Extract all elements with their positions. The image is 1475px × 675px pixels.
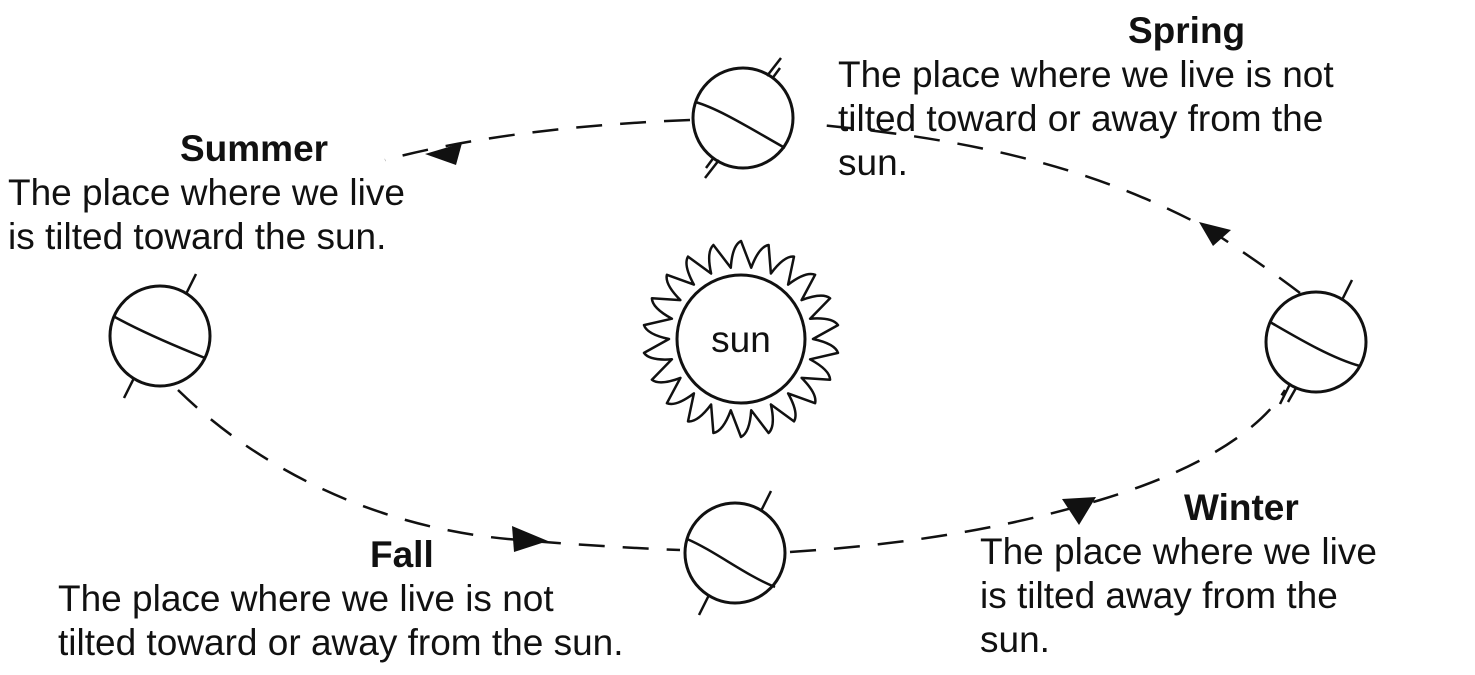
arrow-to-spring: [1199, 222, 1231, 246]
sun-label: sun: [711, 319, 771, 360]
winter-label: Winter The place where we live is tilted…: [980, 486, 1377, 662]
earth-winter: [1266, 280, 1366, 404]
spring-label: Spring The place where we live is not ti…: [838, 9, 1334, 185]
winter-title: Winter: [1184, 486, 1377, 530]
arrow-to-summer: [425, 143, 462, 165]
earth-fall: [685, 491, 785, 615]
earth-spring: [693, 58, 793, 178]
winter-description: The place where we live is tilted away f…: [980, 530, 1377, 662]
summer-title: Summer: [180, 127, 405, 171]
summer-label: Summer The place where we live is tilted…: [8, 127, 405, 259]
earth-summer: [110, 274, 210, 398]
spring-description: The place where we live is not tilted to…: [838, 53, 1334, 185]
sun: sun: [644, 241, 838, 437]
spring-title: Spring: [1128, 9, 1334, 53]
fall-label: Fall The place where we live is not tilt…: [58, 533, 624, 665]
fall-title: Fall: [370, 533, 624, 577]
summer-description: The place where we live is tilted toward…: [8, 171, 405, 259]
fall-description: The place where we live is not tilted to…: [58, 577, 624, 665]
